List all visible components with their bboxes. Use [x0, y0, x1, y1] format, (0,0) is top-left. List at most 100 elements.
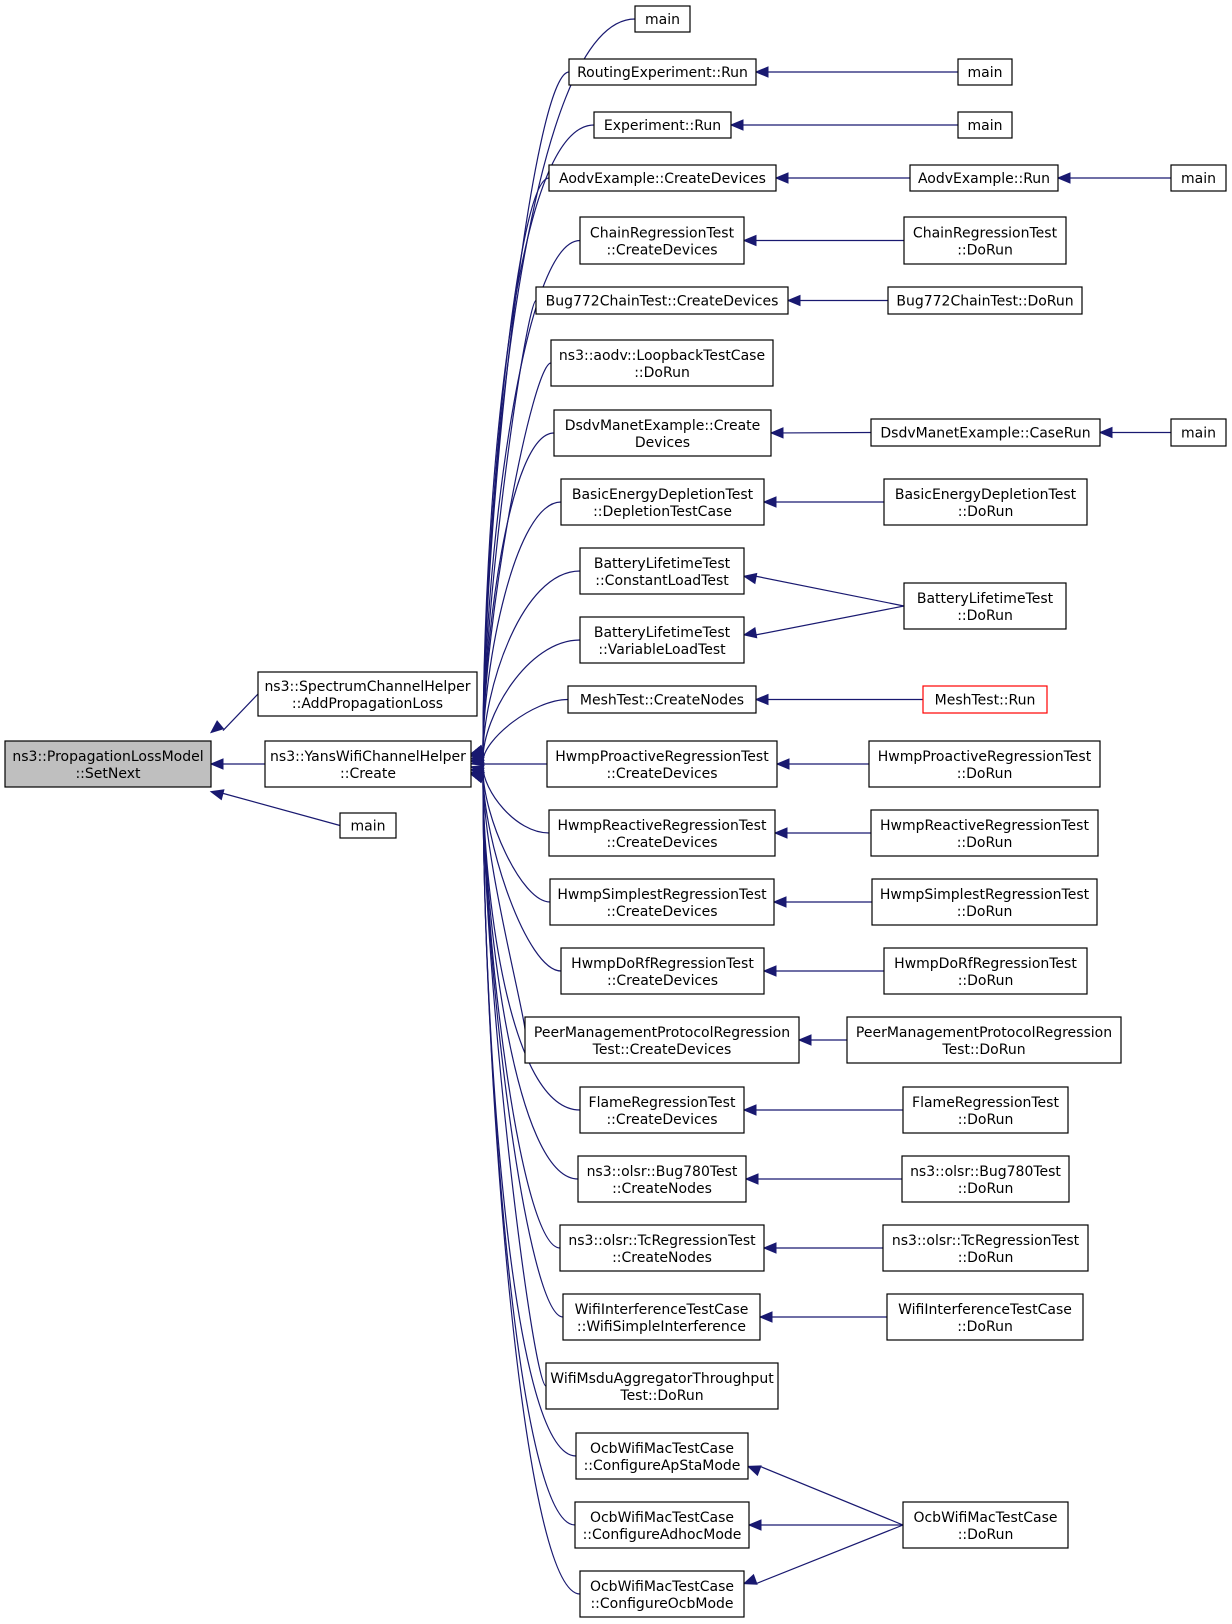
graph-node-aodv_cd[interactable]: AodvExample::CreateDevices: [548, 164, 777, 192]
node-box: [4, 740, 212, 788]
graph-node-hwmp_re_cd[interactable]: HwmpReactiveRegressionTest::CreateDevice…: [548, 809, 776, 857]
graph-node-olsr780_cn[interactable]: ns3::olsr::Bug780Test::CreateNodes: [577, 1155, 747, 1203]
node-label: ns3::aodv::LoopbackTestCase: [559, 348, 765, 364]
graph-node-peer_dorun[interactable]: PeerManagementProtocolRegressionTest::Do…: [846, 1016, 1122, 1064]
graph-node-main_dsdv[interactable]: main: [1170, 418, 1227, 447]
graph-node-mesh_cn[interactable]: MeshTest::CreateNodes: [567, 685, 757, 714]
graph-node-hwmp_pro_dorun[interactable]: HwmpProactiveRegressionTest::DoRun: [868, 740, 1101, 788]
graph-node-hwmp_simp_cd[interactable]: HwmpSimplestRegressionTest::CreateDevice…: [549, 878, 775, 926]
graph-node-ocb_dorun[interactable]: OcbWifiMacTestCase::DoRun: [902, 1501, 1069, 1549]
graph-node-main_left[interactable]: main: [339, 812, 397, 839]
graph-node-olsrtc_dorun[interactable]: ns3::olsr::TcRegressionTest::DoRun: [882, 1224, 1089, 1272]
node-box: [902, 1501, 1069, 1549]
node-label: main: [645, 12, 680, 28]
node-box: [264, 740, 472, 788]
graph-node-dsdv_caserun[interactable]: DsdvManetExample::CaseRun: [870, 418, 1101, 447]
node-box: [577, 1155, 747, 1203]
graph-node-flame_dorun[interactable]: FlameRegressionTest::DoRun: [902, 1086, 1069, 1134]
graph-node-ocb_adhoc[interactable]: OcbWifiMacTestCase::ConfigureAdhocMode: [574, 1501, 750, 1549]
arrowhead: [469, 772, 485, 784]
node-label: WifiMsduAggregatorThroughput: [550, 1371, 774, 1387]
node-label: WifiInterferenceTestCase: [575, 1302, 749, 1318]
arrowhead: [469, 754, 485, 766]
node-label: ::ConstantLoadTest: [595, 573, 729, 589]
arrowhead: [729, 119, 744, 131]
graph-node-chain_cd[interactable]: ChainRegressionTest::CreateDevices: [579, 216, 745, 265]
graph-node-chain_dorun[interactable]: ChainRegressionTest::DoRun: [903, 216, 1067, 265]
graph-node-olsrtc_cn[interactable]: ns3::olsr::TcRegressionTest::CreateNodes: [559, 1224, 765, 1272]
node-box: [535, 286, 789, 315]
arrowhead: [742, 1104, 757, 1116]
node-box: [546, 740, 778, 788]
graph-node-routing_run[interactable]: RoutingExperiment::Run: [568, 58, 757, 86]
arrowhead: [775, 758, 790, 770]
graph-node-main_top[interactable]: main: [634, 5, 691, 33]
node-box: [1170, 418, 1227, 447]
graph-node-dsdv_cd[interactable]: DsdvManetExample::CreateDevices: [553, 409, 772, 457]
node-label: HwmpDoRfRegressionTest: [571, 956, 754, 972]
node-box: [883, 478, 1088, 526]
graph-node-battery_dorun[interactable]: BatteryLifetimeTest::DoRun: [903, 582, 1067, 630]
graph-node-root[interactable]: ns3::PropagationLossModel::SetNext: [4, 740, 212, 788]
node-box: [634, 5, 691, 33]
node-label: main: [1181, 426, 1216, 442]
node-box: [548, 809, 776, 857]
node-label: HwmpProactiveRegressionTest: [555, 749, 769, 765]
graph-node-exp_run[interactable]: Experiment::Run: [593, 111, 732, 139]
node-label: ns3::olsr::TcRegressionTest: [568, 1233, 756, 1249]
node-label: ::SetNext: [75, 766, 141, 782]
node-box: [902, 1086, 1069, 1134]
graph-node-hwmp_pro_cd[interactable]: HwmpProactiveRegressionTest::CreateDevic…: [546, 740, 778, 788]
arrowhead: [754, 66, 769, 78]
node-box: [562, 1293, 761, 1341]
graph-node-wifi_intf_dorun[interactable]: WifiInterferenceTestCase::DoRun: [886, 1293, 1084, 1341]
graph-node-energy_dtc[interactable]: BasicEnergyDepletionTest::DepletionTestC…: [560, 478, 765, 526]
graph-node-battery_const[interactable]: BatteryLifetimeTest::ConstantLoadTest: [579, 547, 745, 595]
graph-node-bug772_dorun[interactable]: Bug772ChainTest::DoRun: [887, 286, 1083, 315]
graph-node-spectrum[interactable]: ns3::SpectrumChannelHelper::AddPropagati…: [257, 671, 478, 717]
graph-node-hwmp_dorf_cd[interactable]: HwmpDoRfRegressionTest::CreateDevices: [560, 947, 765, 995]
graph-node-hwmp_simp_dorun[interactable]: HwmpSimplestRegressionTest::DoRun: [871, 878, 1098, 926]
graph-node-olsr780_dorun[interactable]: ns3::olsr::Bug780Test::DoRun: [901, 1155, 1070, 1203]
node-box: [568, 58, 757, 86]
graph-node-ocb_apsta[interactable]: OcbWifiMacTestCase::ConfigureApStaMode: [575, 1432, 749, 1480]
node-label: BatteryLifetimeTest: [594, 556, 731, 572]
node-label: main: [1181, 171, 1216, 187]
graph-node-ocb_ocb[interactable]: OcbWifiMacTestCase::ConfigureOcbMode: [579, 1570, 745, 1618]
graph-node-loopback[interactable]: ns3::aodv::LoopbackTestCase::DoRun: [550, 339, 774, 387]
node-label: PeerManagementProtocolRegression: [856, 1025, 1112, 1041]
graph-node-main_routing[interactable]: main: [957, 58, 1013, 86]
node-box: [909, 164, 1059, 192]
graph-node-energy_dorun[interactable]: BasicEnergyDepletionTest::DoRun: [883, 478, 1088, 526]
graph-node-battery_var[interactable]: BatteryLifetimeTest::VariableLoadTest: [579, 616, 745, 664]
graph-node-hwmp_re_dorun[interactable]: HwmpReactiveRegressionTest::DoRun: [870, 809, 1099, 857]
graph-node-mesh_run[interactable]: MeshTest::Run: [922, 685, 1048, 714]
node-label: HwmpReactiveRegressionTest: [558, 818, 767, 834]
graph-node-bug772_cd[interactable]: Bug772ChainTest::CreateDevices: [535, 286, 789, 315]
node-label: ::DoRun: [957, 766, 1013, 782]
node-label: AodvExample::CreateDevices: [559, 171, 766, 187]
node-box: [957, 111, 1013, 139]
call-edge: [482, 773, 581, 1595]
node-label: ::DoRun: [958, 1112, 1014, 1128]
graph-node-aodv_run[interactable]: AodvExample::Run: [909, 164, 1059, 192]
graph-node-hwmp_dorf_dorun[interactable]: HwmpDoRfRegressionTest::DoRun: [883, 947, 1088, 995]
node-box: [882, 1224, 1089, 1272]
node-box: [579, 1570, 745, 1618]
node-label: DsdvManetExample::Create: [565, 418, 761, 434]
arrowhead: [209, 720, 225, 734]
node-box: [579, 1086, 745, 1134]
node-label: ChainRegressionTest: [590, 226, 735, 242]
graph-node-wifi_intf[interactable]: WifiInterferenceTestCase::WifiSimpleInte…: [562, 1293, 761, 1341]
call-edge: [482, 772, 562, 972]
node-box: [922, 685, 1048, 714]
node-label: main: [968, 118, 1003, 134]
graph-node-peer_cd[interactable]: PeerManagementProtocolRegressionTest::Cr…: [524, 1016, 800, 1064]
graph-node-flame_cd[interactable]: FlameRegressionTest::CreateDevices: [579, 1086, 745, 1134]
graph-node-yans[interactable]: ns3::YansWifiChannelHelper::Create: [264, 740, 472, 788]
graph-node-main_aodv[interactable]: main: [1170, 164, 1227, 192]
graph-node-main_exp[interactable]: main: [957, 111, 1013, 139]
node-label: ::DoRun: [958, 1250, 1014, 1266]
